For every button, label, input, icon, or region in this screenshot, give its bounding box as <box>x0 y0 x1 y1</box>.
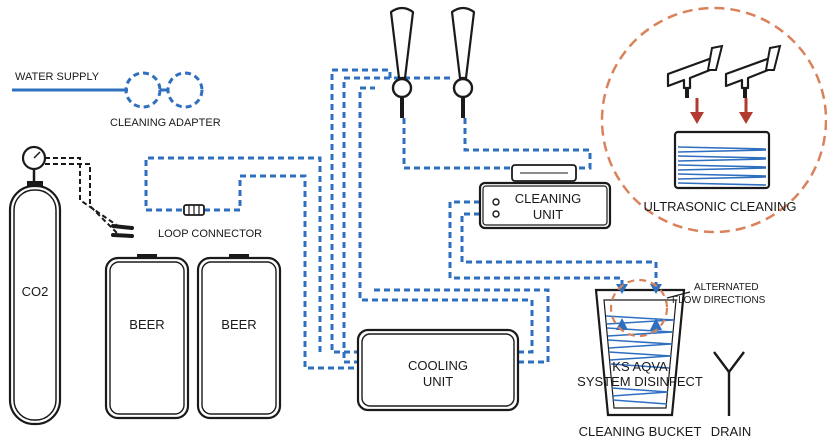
cooling-unit: COOLING UNIT <box>356 328 520 412</box>
cleaning-unit: CLEANING UNIT <box>478 164 612 230</box>
cooling-unit-label-line2: UNIT <box>423 374 453 389</box>
down-arrow-icon <box>650 284 662 294</box>
cleaning-unit-label-line2: UNIT <box>533 207 563 222</box>
drain: DRAIN <box>711 351 751 439</box>
beer-tap-1 <box>389 6 415 118</box>
down-arrow-icon <box>739 98 753 124</box>
beer-keg-1: BEER <box>104 254 190 420</box>
beer-keg-2: BEER <box>196 254 282 420</box>
beer-tap-2 <box>450 6 476 118</box>
drain-label: DRAIN <box>711 424 751 439</box>
water-supply: WATER SUPPLY <box>12 71 128 92</box>
alternated-flow-label-line1: ALTERNATED <box>694 282 759 293</box>
cleaning-adapter-label: CLEANING ADAPTER <box>110 117 221 129</box>
up-arrow-icon <box>650 318 662 330</box>
gas-hoses <box>45 157 134 238</box>
beer-2-label: BEER <box>221 317 256 332</box>
cleaning-bucket: ALTERNATED FLOW DIRECTIONS KS AQVA SYSTE… <box>577 278 766 439</box>
alternated-flow-label-line2: FLOW DIRECTIONS <box>672 295 766 306</box>
water-supply-label: WATER SUPPLY <box>15 71 100 83</box>
cleaning-unit-label-line1: CLEANING <box>515 191 581 206</box>
cooling-unit-label-line1: COOLING <box>408 358 468 373</box>
ultrasonic-cleaning: ULTRASONIC CLEANING <box>600 6 827 234</box>
co2-cylinder: CO2 <box>8 145 62 426</box>
cleaning-bucket-label: CLEANING BUCKET <box>579 424 702 439</box>
ultrasonic-cleaning-label: ULTRASONIC CLEANING <box>644 199 797 214</box>
faucet-icon <box>724 44 782 98</box>
down-arrow-icon <box>690 98 704 124</box>
down-arrow-icon <box>616 284 628 294</box>
co2-label: CO2 <box>22 284 49 299</box>
loop-connector-label: LOOP CONNECTOR <box>158 228 262 240</box>
beer-1-label: BEER <box>129 317 164 332</box>
loop-connector: LOOP CONNECTOR <box>158 204 262 240</box>
cleaning-adapter: CLEANING ADAPTER <box>110 71 221 129</box>
disinfect-label-line1: KS AQVA <box>612 359 668 374</box>
faucet-icon <box>666 44 724 98</box>
disinfect-label-line2: SYSTEM DISINFECT <box>577 374 703 389</box>
